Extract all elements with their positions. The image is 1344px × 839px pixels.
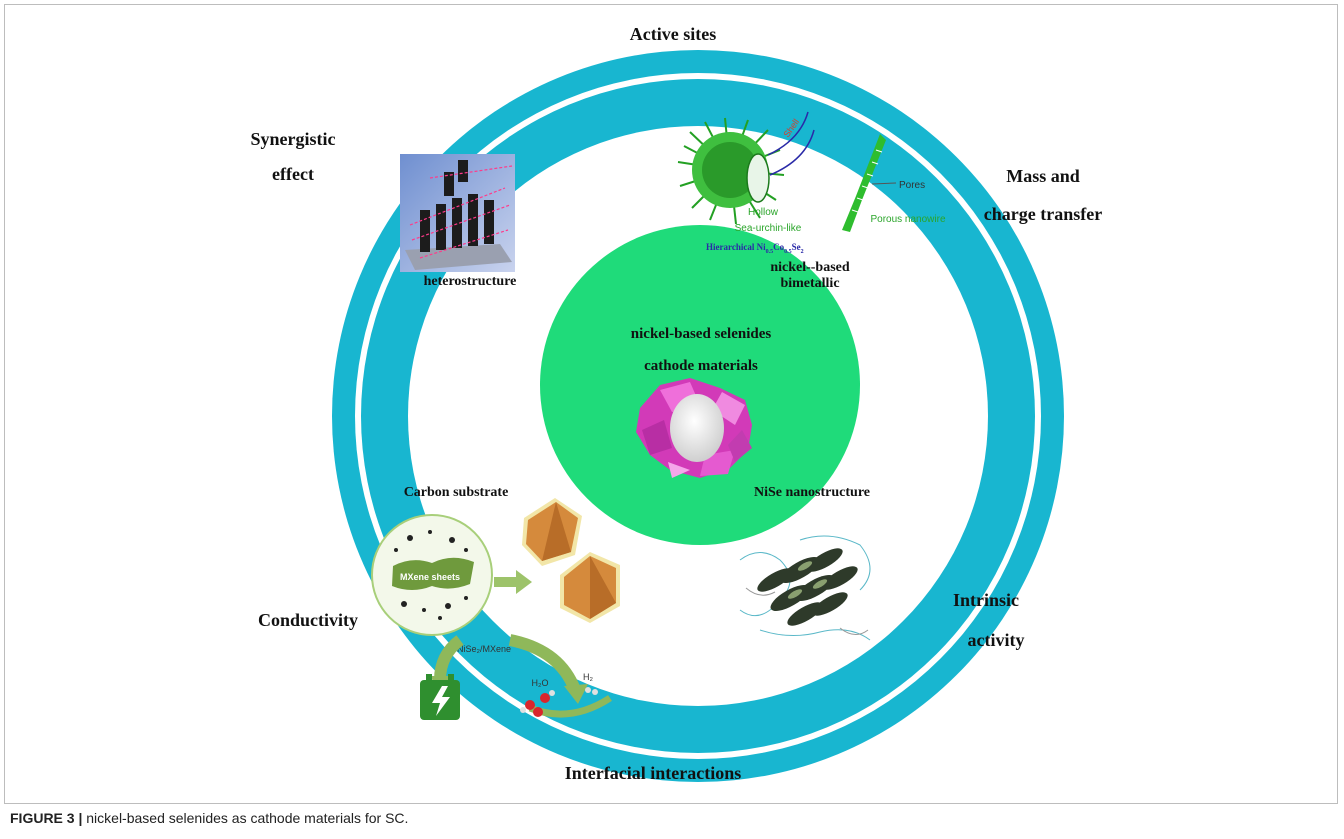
- nise-nanostructure-image: [739, 535, 871, 641]
- water-splitting-image: [520, 687, 612, 718]
- nise2-mxene-label: NiSe₂/MXene: [457, 644, 511, 654]
- pores-label: Pores: [899, 180, 925, 191]
- crystal-cluster-image: [636, 378, 752, 478]
- intrinsic-activity-label-line1: Intrinsic: [953, 590, 1019, 610]
- hierarchical-label: Hierarchical Ni0.5Co0.5Se2: [706, 242, 804, 255]
- diagram-canvas: nickel-based selenides cathode materials: [251, 24, 1103, 783]
- bimetallic-label-line1: nickel--based: [770, 260, 850, 275]
- heterostructure-image: [400, 154, 515, 272]
- h2o-label: H₂O: [532, 678, 549, 688]
- synergistic-effect-label-line2: effect: [272, 164, 314, 184]
- bimetallic-label-line2: bimetallic: [780, 276, 839, 291]
- hollow-label: Hollow: [748, 207, 779, 218]
- nise-nanostructure-label: NiSe nanostructure: [754, 485, 870, 500]
- active-sites-label: Active sites: [630, 24, 716, 44]
- caption-text: nickel-based selenides as cathode materi…: [82, 810, 409, 826]
- synergistic-effect-label-line1: Synergistic: [251, 129, 336, 149]
- heterostructure-label: heterostructure: [424, 274, 517, 289]
- figure-caption: FIGURE 3 | nickel-based selenides as cat…: [10, 810, 1330, 826]
- figure-number: FIGURE 3 |: [10, 810, 83, 826]
- h2-label: H₂: [583, 672, 593, 682]
- mass-charge-transfer-label-line2: charge transfer: [984, 204, 1102, 224]
- mxene-composite-image: [371, 514, 532, 636]
- conductivity-label: Conductivity: [258, 610, 358, 630]
- mxene-sheets-label: MXene sheets: [400, 572, 460, 582]
- sea-urchin-label: Sea-urchin-like: [735, 223, 802, 234]
- porous-nanowire-image: [842, 134, 886, 232]
- center-title-line2: cathode materials: [644, 358, 758, 374]
- octahedra-image: [522, 498, 620, 623]
- sea-urchin-image: [677, 111, 815, 225]
- center-title-line1: nickel-based selenides: [631, 326, 772, 342]
- figure-frame: [4, 4, 1338, 804]
- mass-charge-transfer-label-line1: Mass and: [1006, 166, 1080, 186]
- carbon-substrate-label: Carbon substrate: [404, 485, 509, 500]
- pores-pointer: [871, 182, 897, 185]
- intrinsic-activity-label-line2: activity: [968, 630, 1025, 650]
- porous-nanowire-label: Porous nanowire: [870, 214, 945, 225]
- battery-icon: [420, 674, 460, 720]
- interfacial-interactions-label: Interfacial interactions: [565, 763, 741, 783]
